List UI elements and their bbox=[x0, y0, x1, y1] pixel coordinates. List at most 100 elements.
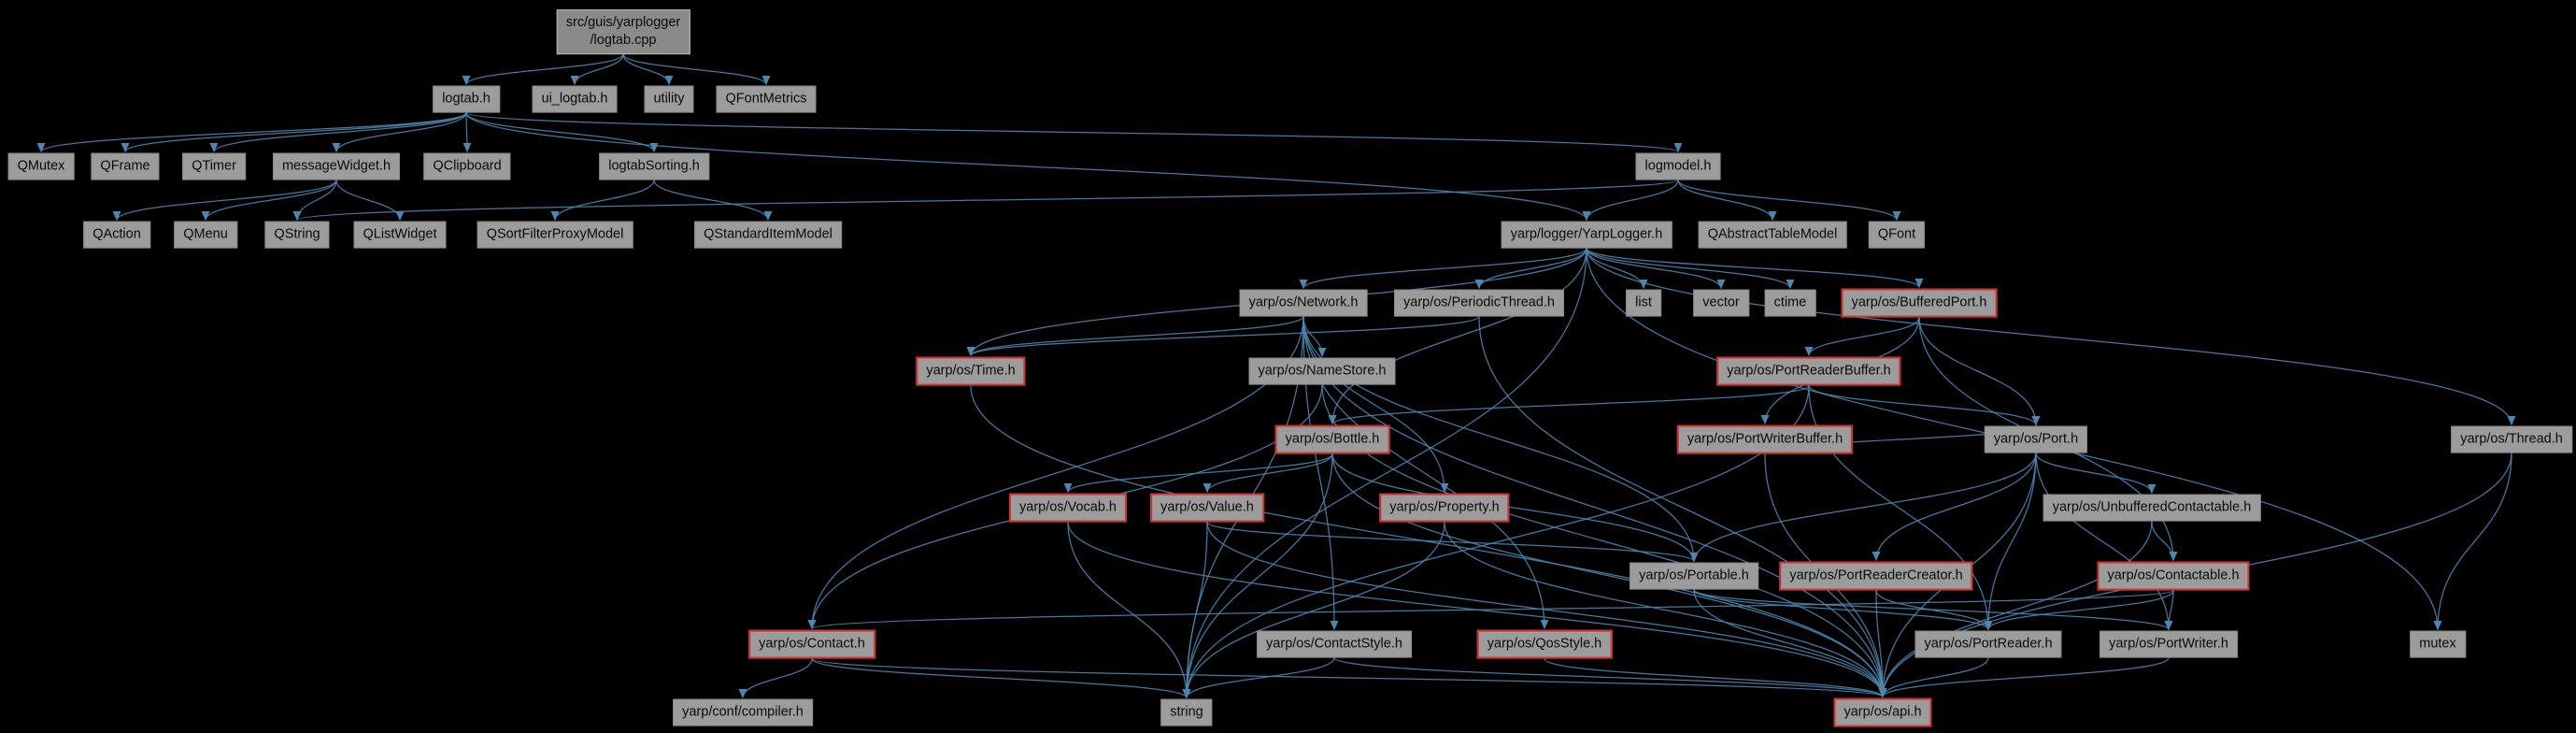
graph-node-vector[interactable]: vector bbox=[1693, 289, 1749, 317]
include-edge-logtab_h-to-yarplogger_h bbox=[465, 112, 1591, 221]
include-edge-portreaderbuffer_h-to-bottle_h bbox=[1328, 384, 1810, 425]
include-edge-logmodel_h-to-qabstracttablemodel bbox=[1677, 180, 1777, 221]
graph-node-portreadercreator_h[interactable]: yarp/os/PortReaderCreator.h bbox=[1779, 561, 1973, 591]
graph-node-utility[interactable]: utility bbox=[644, 85, 694, 113]
graph-node-qclipboard[interactable]: QClipboard bbox=[423, 152, 511, 180]
graph-node-qabstracttablemodel[interactable]: QAbstractTableModel bbox=[1698, 221, 1847, 249]
include-edge-messagewidget_h-to-qstring bbox=[292, 180, 337, 221]
graph-node-time_h[interactable]: yarp/os/Time.h bbox=[916, 356, 1026, 386]
graph-node-qmutex[interactable]: QMutex bbox=[7, 152, 75, 180]
include-edge-yarplogger_h-to-string bbox=[1182, 248, 1587, 698]
include-edge-qosstyle_h-to-api_h bbox=[1544, 657, 1887, 698]
include-edge-port_h-to-portwriter_h bbox=[2035, 453, 2173, 630]
graph-node-bottle_h[interactable]: yarp/os/Bottle.h bbox=[1274, 424, 1390, 454]
include-edge-portreadercreator_h-to-portreader_h bbox=[1875, 590, 1993, 630]
include-edge-logtab_cpp-to-logtab_h bbox=[462, 53, 624, 85]
graph-node-portwriter_h[interactable]: yarp/os/PortWriter.h bbox=[2099, 630, 2238, 658]
graph-node-qframe[interactable]: QFrame bbox=[91, 152, 160, 180]
include-edge-port_h-to-unbufferedcontactable_h bbox=[2035, 453, 2156, 494]
include-edge-messagewidget_h-to-qlistwidget bbox=[335, 180, 405, 221]
include-edge-logtab_h-to-logtabsorting_h bbox=[465, 112, 659, 152]
include-edge-logtab_h-to-qframe bbox=[121, 111, 467, 153]
graph-node-portable_h[interactable]: yarp/os/Portable.h bbox=[1630, 562, 1758, 590]
graph-node-qfont[interactable]: QFont bbox=[1868, 221, 1926, 249]
include-edge-network_h-to-time_h bbox=[966, 315, 1304, 357]
include-edge-property_h-to-string bbox=[1182, 522, 1445, 698]
include-edge-port_h-to-portreadercreator_h bbox=[1872, 453, 2037, 561]
include-edge-logtab_h-to-qtimer bbox=[209, 112, 467, 152]
graph-node-ui_logtab_h[interactable]: ui_logtab.h bbox=[532, 85, 618, 113]
include-edge-vocab_h-to-string bbox=[1067, 522, 1191, 698]
include-edge-unbufferedcontactable_h-to-contactable_h bbox=[2151, 521, 2178, 561]
include-edge-network_h-to-property_h bbox=[1302, 316, 1449, 493]
include-edge-yarplogger_h-to-thread_h bbox=[1586, 248, 2516, 425]
include-edge-contactable_h-to-portreader_h bbox=[1984, 590, 2174, 630]
graph-node-qlistwidget[interactable]: QListWidget bbox=[353, 221, 447, 249]
graph-node-network_h[interactable]: yarp/os/Network.h bbox=[1239, 289, 1368, 317]
include-edge-logtabsorting_h-to-qsortfilterproxymodel bbox=[550, 180, 655, 221]
graph-node-thread_h[interactable]: yarp/os/Thread.h bbox=[2451, 425, 2572, 453]
graph-node-contactable_h[interactable]: yarp/os/Contactable.h bbox=[2097, 561, 2250, 591]
graph-node-namestore_h[interactable]: yarp/os/NameStore.h bbox=[1248, 357, 1396, 385]
graph-node-portreaderbuffer_h[interactable]: yarp/os/PortReaderBuffer.h bbox=[1716, 356, 1901, 386]
graph-node-qaction[interactable]: QAction bbox=[83, 221, 150, 249]
include-edge-contact_h-to-compiler_h bbox=[738, 658, 813, 698]
graph-node-logtabsorting_h[interactable]: logtabSorting.h bbox=[599, 152, 709, 180]
graph-node-logtab_cpp[interactable]: src/guis/yarplogger /logtab.cpp bbox=[556, 9, 690, 54]
include-edge-logmodel_h-to-qfont bbox=[1677, 180, 1901, 221]
graph-node-string[interactable]: string bbox=[1160, 698, 1213, 726]
include-edge-periodicthread_h-to-api_h bbox=[1478, 316, 1887, 697]
include-edge-yarplogger_h-to-ctime bbox=[1586, 248, 1795, 289]
graph-node-qtimer[interactable]: QTimer bbox=[182, 152, 246, 180]
include-edge-logmodel_h-to-qstring bbox=[293, 179, 1679, 222]
include-edge-bottle_h-to-value_h bbox=[1203, 453, 1333, 493]
include-edge-portreaderbuffer_h-to-portreader_h bbox=[1808, 385, 1993, 630]
graph-node-unbufferedcontactable_h[interactable]: yarp/os/UnbufferedContactable.h bbox=[2042, 494, 2261, 522]
graph-node-list[interactable]: list bbox=[1626, 289, 1661, 317]
include-edge-bottle_h-to-vocab_h bbox=[1063, 453, 1333, 494]
graph-node-periodicthread_h[interactable]: yarp/os/PeriodicThread.h bbox=[1394, 289, 1564, 317]
graph-node-qstring[interactable]: QString bbox=[264, 221, 330, 249]
include-edge-yarplogger_h-to-vector bbox=[1586, 248, 1726, 289]
graph-node-qfontmetrics[interactable]: QFontMetrics bbox=[716, 85, 817, 113]
graph-node-qosstyle_h[interactable]: yarp/os/QosStyle.h bbox=[1476, 629, 1613, 659]
include-edge-logtab_cpp-to-ui_logtab_h bbox=[570, 53, 624, 85]
graph-node-messagewidget_h[interactable]: messageWidget.h bbox=[272, 152, 401, 180]
include-edge-network_h-to-contact_h bbox=[807, 316, 1304, 629]
include-edge-bufferedport_h-to-port_h bbox=[1918, 317, 2041, 425]
graph-node-mutex[interactable]: mutex bbox=[2410, 630, 2466, 658]
graph-node-ctime[interactable]: ctime bbox=[1764, 289, 1816, 317]
graph-node-qmenu[interactable]: QMenu bbox=[174, 221, 237, 249]
include-edge-portreadercreator_h-to-api_h bbox=[1875, 590, 1887, 697]
graph-node-contactstyle_h[interactable]: yarp/os/ContactStyle.h bbox=[1257, 630, 1412, 658]
graph-node-vocab_h[interactable]: yarp/os/Vocab.h bbox=[1009, 493, 1127, 523]
graph-node-property_h[interactable]: yarp/os/Property.h bbox=[1379, 493, 1510, 523]
graph-node-logtab_h[interactable]: logtab.h bbox=[433, 85, 500, 113]
graph-node-value_h[interactable]: yarp/os/Value.h bbox=[1150, 493, 1264, 523]
graph-node-bufferedport_h[interactable]: yarp/os/BufferedPort.h bbox=[1841, 288, 1998, 318]
graph-node-yarplogger_h[interactable]: yarp/logger/YarpLogger.h bbox=[1501, 221, 1672, 249]
graph-node-contact_h[interactable]: yarp/os/Contact.h bbox=[748, 629, 875, 659]
include-edge-bottle_h-to-string bbox=[1182, 453, 1333, 698]
include-edge-logmodel_h-to-yarplogger_h bbox=[1582, 180, 1679, 221]
include-edge-network_h-to-api_h bbox=[1302, 316, 1887, 697]
include-edge-logtab_cpp-to-utility bbox=[622, 53, 674, 85]
graph-node-logmodel_h[interactable]: logmodel.h bbox=[1635, 152, 1721, 180]
graph-node-qstandarditemmodel[interactable]: QStandardItemModel bbox=[694, 221, 842, 249]
include-edge-property_h-to-api_h bbox=[1444, 522, 1887, 697]
graph-node-port_h[interactable]: yarp/os/Port.h bbox=[1984, 425, 2088, 453]
graph-node-qsortfilterproxymodel[interactable]: QSortFilterProxyModel bbox=[477, 221, 633, 249]
include-edge-yarplogger_h-to-periodicthread_h bbox=[1474, 248, 1587, 289]
graph-node-portreader_h[interactable]: yarp/os/PortReader.h bbox=[1914, 630, 2062, 658]
include-edge-logtab_h-to-messagewidget_h bbox=[332, 112, 467, 152]
include-edge-yarplogger_h-to-bottle_h bbox=[1328, 248, 1587, 424]
graph-node-api_h[interactable]: yarp/os/api.h bbox=[1833, 697, 1932, 727]
include-edge-contactstyle_h-to-api_h bbox=[1333, 656, 1887, 698]
include-edge-logtab_h-to-logmodel_h bbox=[465, 111, 1682, 153]
include-edge-portreaderbuffer_h-to-port_h bbox=[1808, 385, 2041, 425]
graph-node-compiler_h[interactable]: yarp/conf/compiler.h bbox=[673, 698, 813, 726]
include-edge-unbufferedcontactable_h-to-api_h bbox=[1878, 521, 2153, 697]
graph-node-portwriterbuffer_h[interactable]: yarp/os/PortWriterBuffer.h bbox=[1676, 424, 1854, 454]
include-edge-periodicthread_h-to-time_h bbox=[966, 315, 1480, 357]
